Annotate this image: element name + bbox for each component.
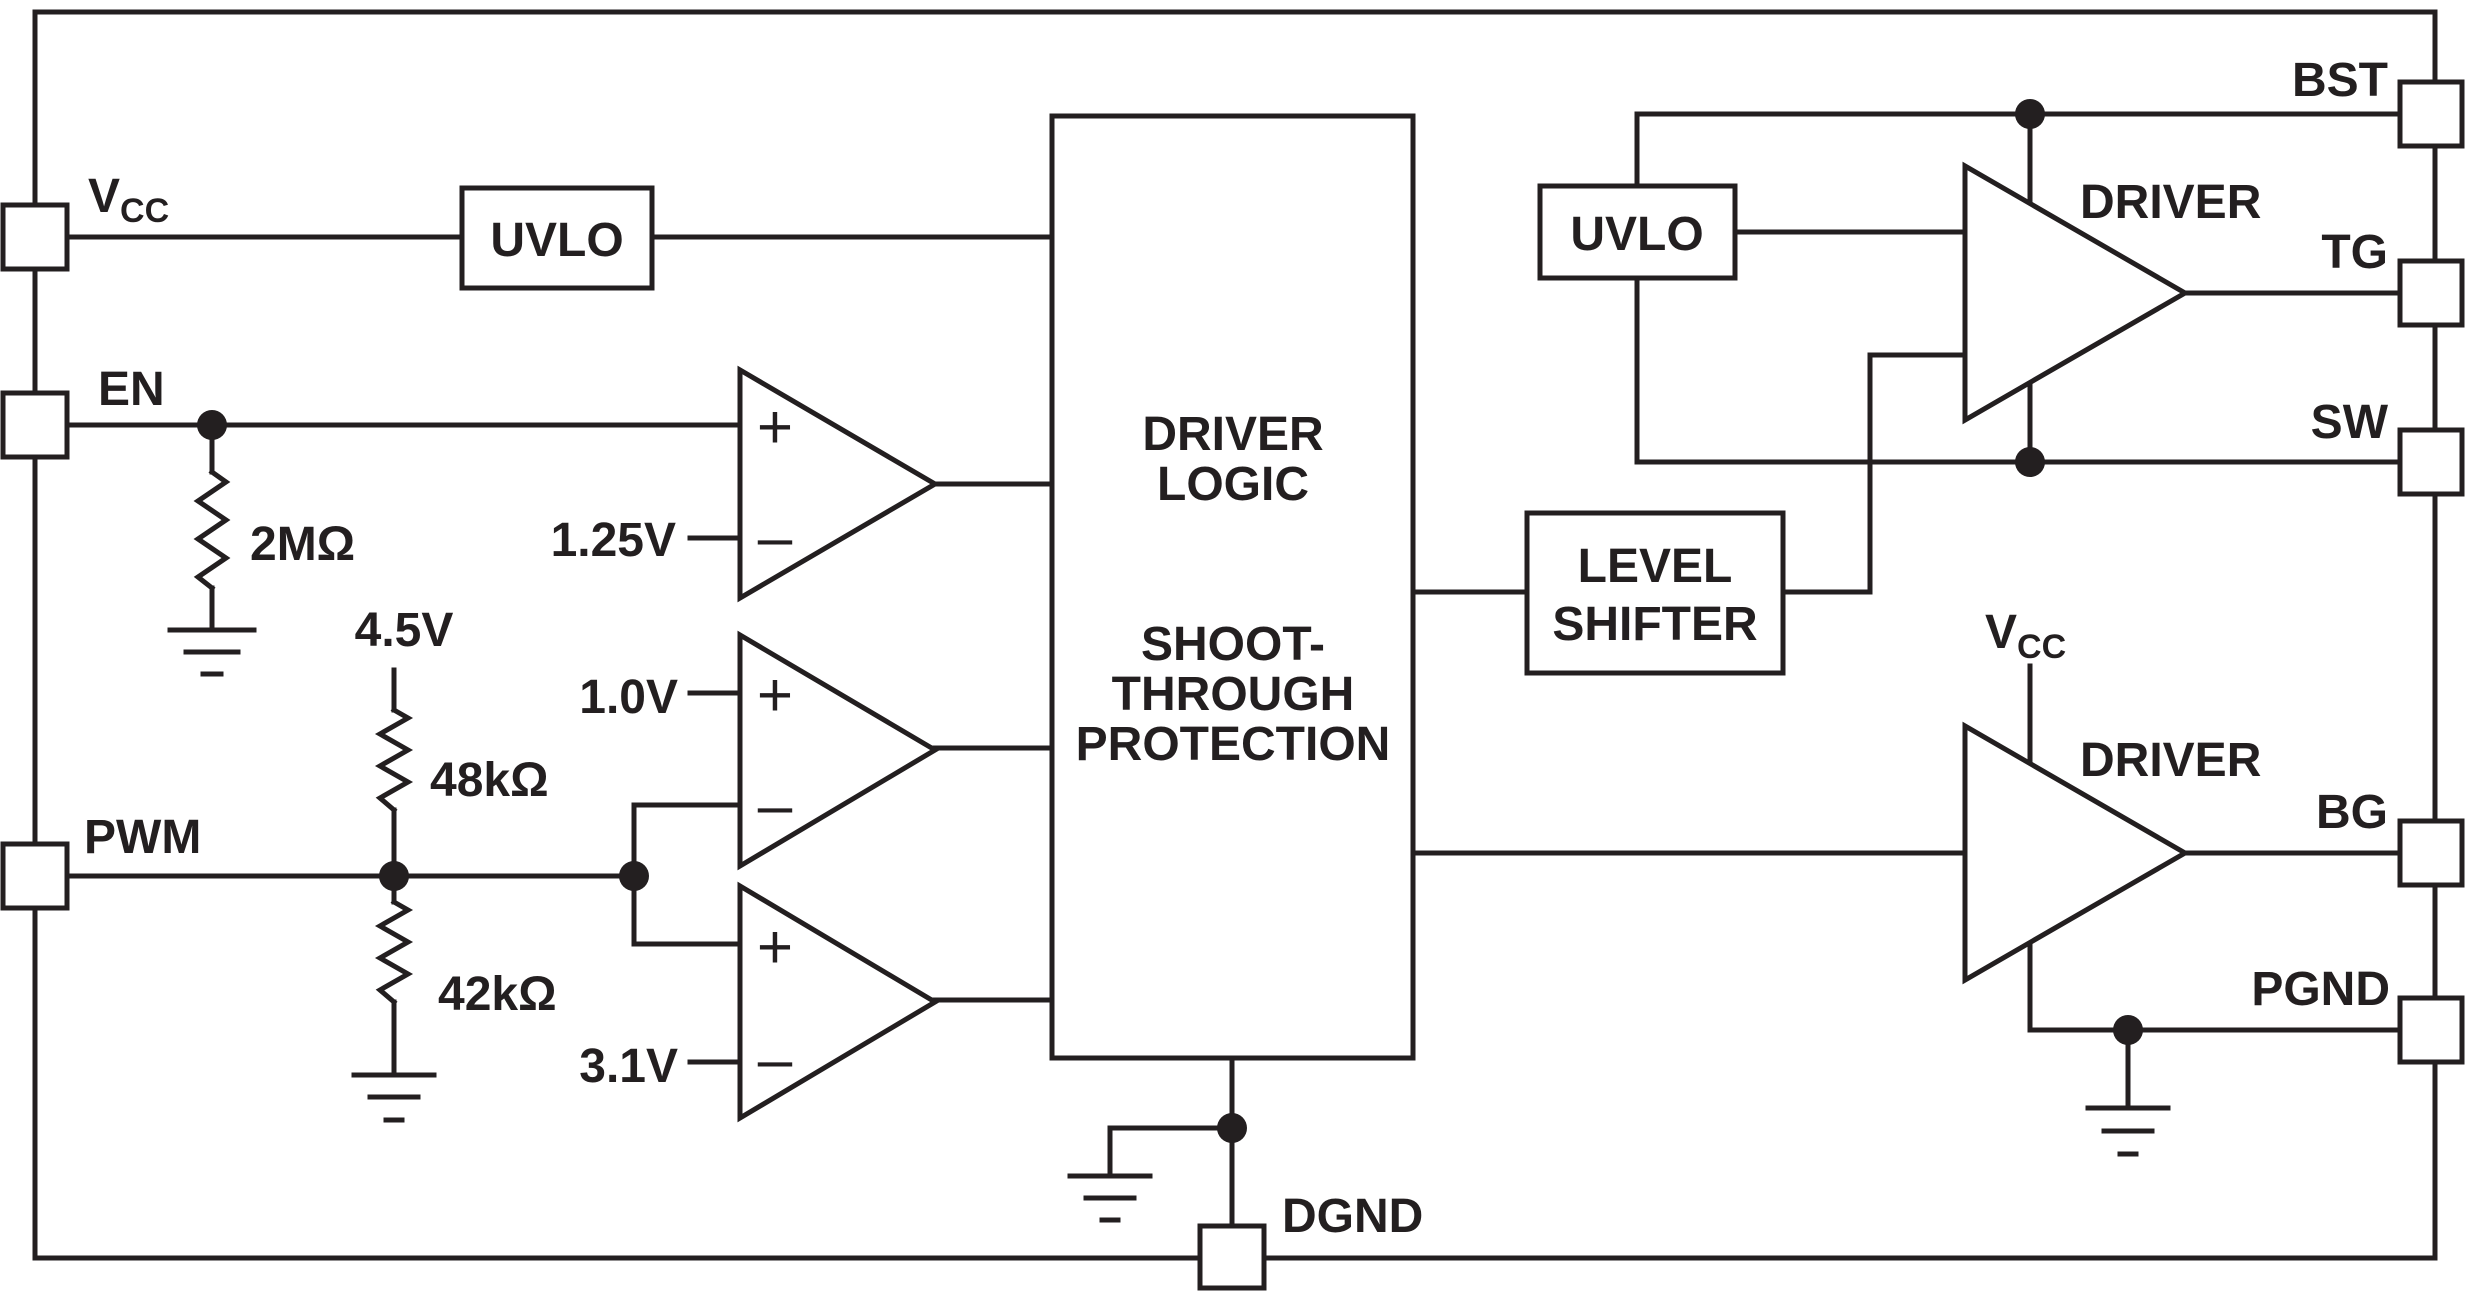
pin-pad-tg (2397, 258, 2465, 328)
driver-logic-line2: LOGIC (1157, 458, 1309, 511)
comparator-low-minus: – (758, 771, 793, 840)
comparator-en-plus: + (757, 393, 793, 462)
driver-bottom: DRIVER (1962, 721, 2261, 985)
pin-label-pwm: PWM (84, 811, 201, 864)
pin-pad-sw (2397, 427, 2465, 497)
resistor-en-label: 2MΩ (250, 518, 355, 571)
resistor-48k-label: 48kΩ (430, 754, 549, 807)
pin-pad-bg (2397, 818, 2465, 888)
uvlo-high-side-label: UVLO (1570, 208, 1703, 261)
comparator-en: + – (737, 365, 940, 603)
comparator-low: + – (737, 630, 940, 871)
pin-label-pgnd: PGND (2251, 963, 2390, 1016)
driver-top-label: DRIVER (2080, 176, 2261, 229)
ref-voltage-en-label: 1.25V (551, 514, 676, 567)
pin-pad-bst (2397, 79, 2465, 149)
pin-label-sw: SW (2311, 396, 2389, 449)
pin-label-dgnd: DGND (1282, 1190, 1423, 1243)
pin-pad-dgnd (1197, 1223, 1267, 1291)
shoot-through-line2: THROUGH (1112, 668, 1355, 721)
level-shifter-line1: LEVEL (1578, 540, 1733, 593)
ref-voltage-high-label: 3.1V (579, 1040, 678, 1093)
level-shifter-line2: SHIFTER (1552, 598, 1757, 651)
pin-label-tg: TG (2321, 226, 2388, 279)
uvlo-vcc-block: UVLO (459, 185, 655, 291)
comparator-en-minus: – (758, 503, 793, 572)
level-shifter-block: LEVEL SHIFTER (1524, 510, 1786, 676)
ground-dgnd (1067, 1173, 1153, 1223)
driver-top: DRIVER (1962, 161, 2261, 425)
ground-pwm-divider (351, 1072, 437, 1123)
pin-label-bg: BG (2316, 786, 2388, 839)
resistor-en-2m (193, 468, 231, 592)
ground-en (167, 627, 257, 677)
comparator-high: + – (737, 881, 940, 1123)
driver-bottom-label: DRIVER (2080, 734, 2261, 787)
comparator-low-plus: + (757, 661, 793, 730)
resistor-42k (374, 898, 414, 1006)
pin-label-bst: BST (2292, 54, 2388, 107)
pin-label-en: EN (98, 363, 165, 416)
wires (64, 111, 2403, 1229)
comparator-high-plus: + (757, 913, 793, 982)
driver-logic-line1: DRIVER (1142, 408, 1323, 461)
ref-voltage-low-label: 1.0V (579, 671, 678, 724)
junction-dots (197, 99, 2143, 1143)
resistor-48k (374, 706, 414, 814)
pin-label-vcc: VCC (88, 170, 169, 230)
vcc-bottom-driver-label: VCC (1985, 606, 2066, 666)
ground-pgnd (2085, 1105, 2171, 1157)
shoot-through-line1: SHOOT- (1141, 618, 1325, 671)
pin-pad-pwm (0, 841, 70, 911)
resistor-42k-label: 42kΩ (438, 968, 557, 1021)
driver-logic-block: DRIVER LOGIC SHOOT- THROUGH PROTECTION (1049, 113, 1416, 1061)
shoot-through-line3: PROTECTION (1076, 718, 1391, 771)
pin-pads (0, 79, 2465, 1291)
pullup-voltage-label: 4.5V (355, 604, 454, 657)
comparator-high-minus: – (758, 1025, 793, 1094)
pin-pad-pgnd (2397, 995, 2465, 1065)
uvlo-high-side-block: UVLO (1537, 183, 1738, 281)
uvlo-vcc-label: UVLO (490, 214, 623, 267)
pin-pad-vcc (0, 202, 70, 272)
pin-pad-en (0, 390, 70, 460)
